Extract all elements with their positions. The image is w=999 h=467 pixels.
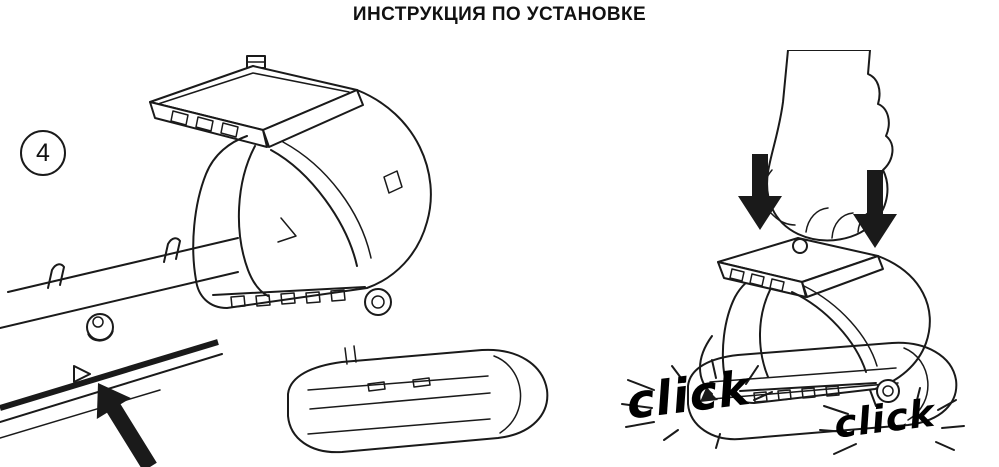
- foot-top-cap: [149, 65, 364, 148]
- press-to-click-drawing: [621, 50, 965, 455]
- foot-body: [192, 89, 432, 309]
- assembled-foot: [699, 237, 931, 404]
- rail-clamp-right: [163, 237, 181, 263]
- foot-assembly-drawing: [149, 55, 432, 316]
- click-label-right: click: [831, 390, 938, 447]
- click-burst-left: [621, 359, 773, 449]
- up-arrow-icon: [96, 383, 157, 467]
- insert-curve-arrow: [699, 335, 713, 395]
- base-pad-drawing: [287, 345, 549, 454]
- roof-rail-drawing: [0, 237, 239, 467]
- click-burst-right: [819, 387, 965, 455]
- step-number: 4: [36, 138, 50, 167]
- step-number-badge: 4: [20, 130, 66, 176]
- press-knob: [792, 238, 808, 254]
- foot-base-clamp: [212, 286, 392, 316]
- rail-edge: [0, 339, 223, 439]
- page-title: ИНСТРУКЦИЯ ПО УСТАНОВКЕ: [352, 4, 647, 25]
- rail-knob: [86, 313, 114, 342]
- down-arrow-icon-right: [853, 170, 897, 248]
- down-arrow-icon-left: [738, 154, 782, 230]
- rail-clamp-left: [47, 263, 65, 289]
- click-label-left: click: [623, 360, 754, 431]
- alignment-triangle-marker: [73, 365, 91, 383]
- rail-lines: [0, 237, 239, 329]
